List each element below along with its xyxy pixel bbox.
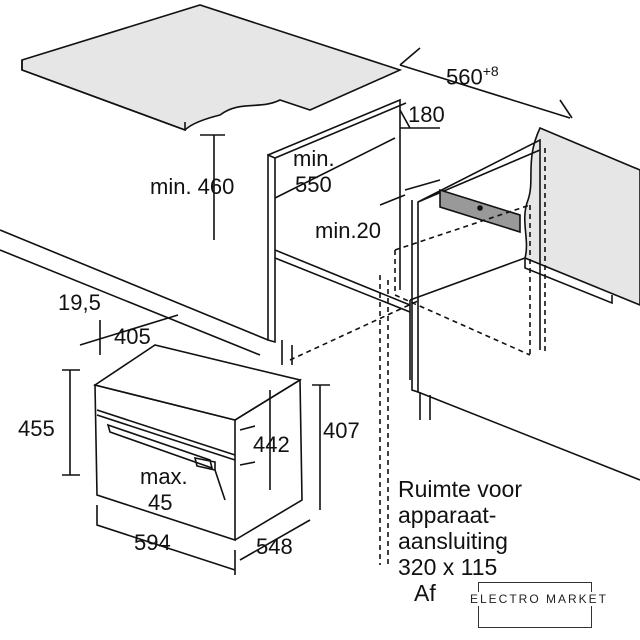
dim-180: 180	[408, 102, 445, 127]
dim-19-5: 19,5	[58, 290, 101, 315]
dim-548: 548	[256, 534, 293, 559]
dim-594: 594	[134, 530, 171, 555]
dim-max-45-value: 45	[148, 490, 173, 515]
countertop-left	[21, 4, 403, 131]
note-line: Ruimte voor	[398, 476, 522, 502]
connection-space-note: Ruimte voor apparaat- aansluiting 320 x …	[398, 476, 522, 606]
note-line: apparaat-	[398, 502, 497, 528]
note-line: 320 x 115	[398, 554, 498, 580]
dim-442: 442	[253, 432, 290, 457]
watermark-title-text: ELECTRO MARKET	[468, 592, 611, 606]
ventilation-cutout	[439, 188, 521, 234]
note-line: Af	[414, 580, 436, 606]
dim-405: 405	[114, 324, 151, 349]
dim-niche-width-value: 560	[446, 64, 483, 90]
electro-market-watermark: ELECTRO MARKET	[468, 578, 628, 636]
dim-niche-width: 560+8	[446, 64, 499, 88]
dim-min-550-label: min.	[293, 146, 335, 171]
cabinet-right-panel	[411, 138, 541, 394]
oven-handle	[106, 423, 214, 470]
dim-min-20: min.20	[315, 218, 382, 243]
dim-max-45-label: max.	[140, 464, 188, 489]
dim-niche-width-tolerance: +8	[482, 63, 499, 79]
dim-407: 407	[323, 418, 360, 443]
note-line: aansluiting	[398, 528, 508, 554]
dim-455: 455	[18, 416, 55, 441]
dim-min-460: min. 460	[150, 174, 235, 199]
watermark-title: ELECTRO MARKET	[468, 592, 628, 606]
dim-min-550-value: 550	[295, 172, 332, 197]
countertop-right	[524, 126, 640, 306]
cabinet-left-panel	[267, 153, 276, 344]
